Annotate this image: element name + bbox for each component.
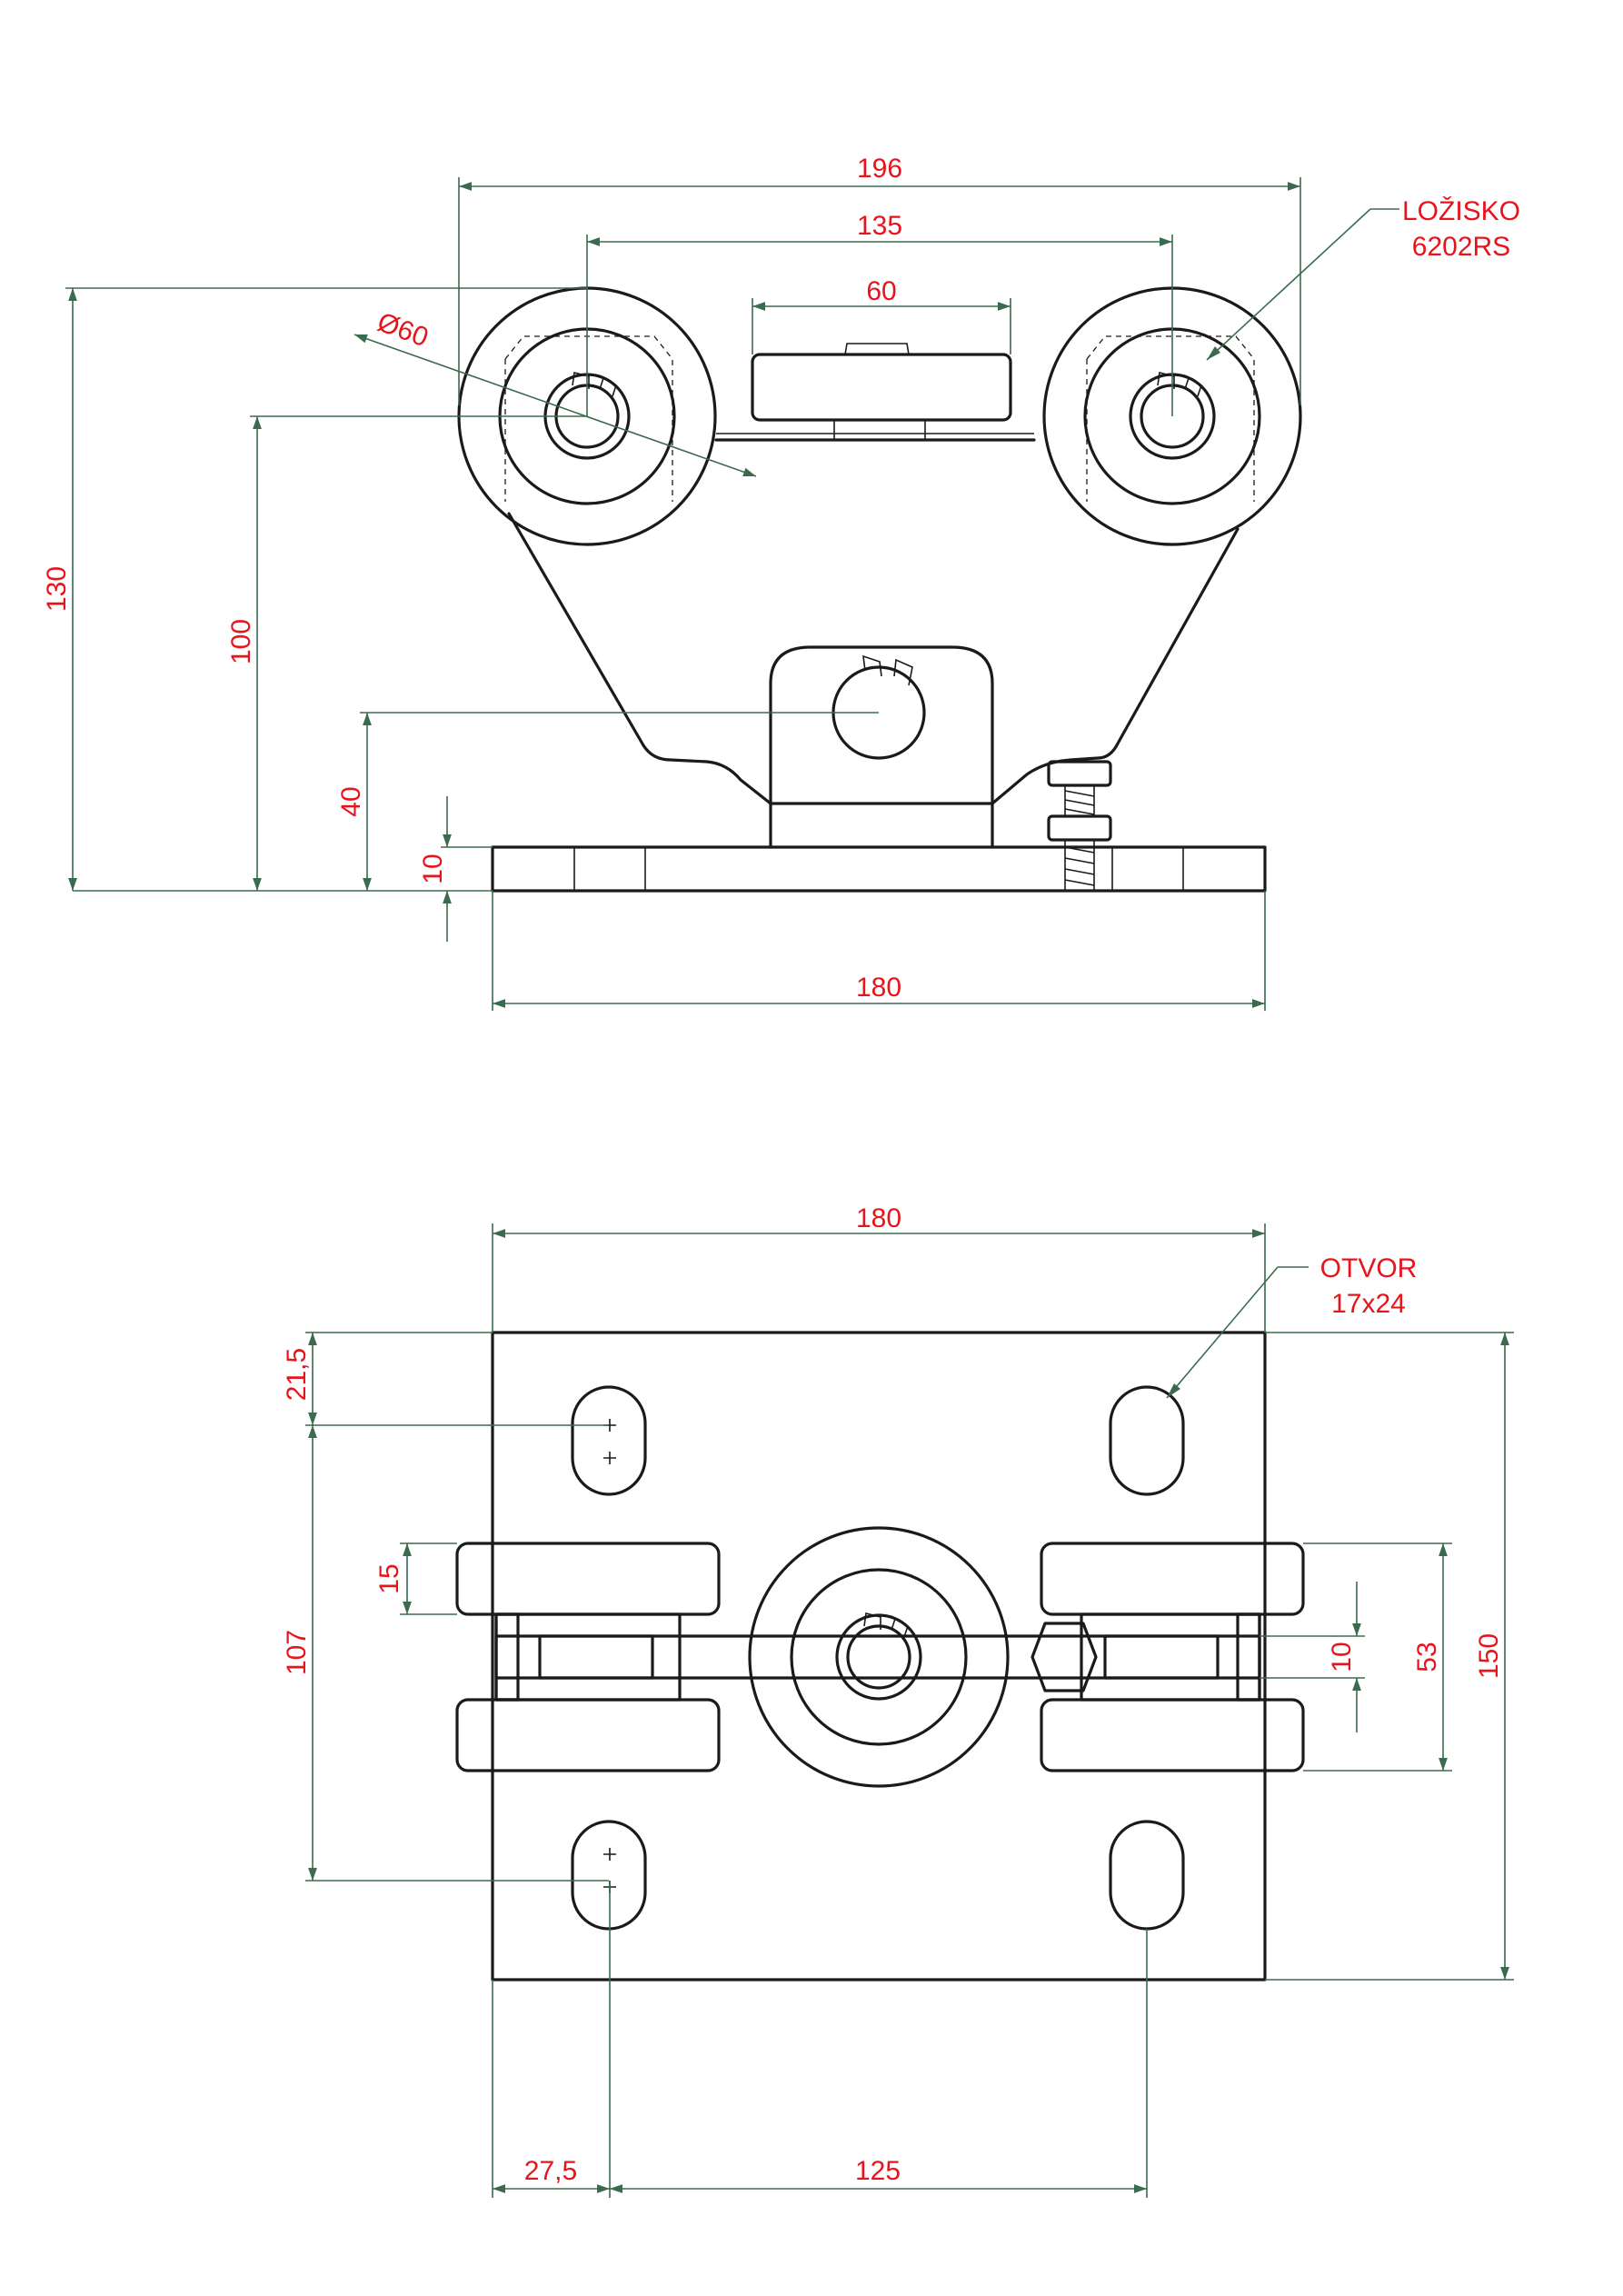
- pivot-block: [769, 645, 994, 849]
- upper-guide-block: [751, 353, 1012, 422]
- plan-view: 180 OTVOR 17x24 21,5 107 15: [282, 1203, 1514, 2198]
- carriage-body: [507, 512, 1240, 805]
- plan-dim-edge-offset-y: 21,5: [282, 1348, 312, 1401]
- dim-wheel-spacing: 135: [857, 211, 902, 241]
- base-plate: [491, 845, 1267, 893]
- dim-guide-width: 60: [866, 276, 896, 306]
- dim-plate-width: 180: [856, 973, 901, 1003]
- pivot-wheel-plan: [748, 1526, 1010, 1788]
- plan-dim-plate-width: 180: [856, 1203, 901, 1233]
- guide-block-stem: [833, 419, 926, 441]
- hex-nut-plan: [1031, 1622, 1098, 1692]
- plan-view-dimensions: 180 OTVOR 17x24 21,5 107 15: [282, 1203, 1514, 2198]
- plan-dim-plate-depth: 150: [1474, 1633, 1504, 1679]
- bearing-callout-line2: 6202RS: [1412, 232, 1510, 262]
- plan-dim-hole-spacing-y: 107: [282, 1630, 312, 1675]
- plan-dim-hole-spacing-x: 125: [855, 2156, 901, 2186]
- plan-dim-edge-offset-x: 27,5: [524, 2156, 577, 2186]
- dim-wheel-diameter: Ø60: [373, 307, 433, 353]
- front-view-dimensions: 196 135 60 Ø60 LOŽISKO 6202RS 130: [42, 154, 1520, 1011]
- dim-overall-width: 196: [857, 154, 902, 184]
- guide-block-cap: [844, 343, 910, 355]
- bearing-callout-line1: LOŽISKO: [1402, 196, 1520, 226]
- hole-callout-line1: OTVOR: [1320, 1253, 1418, 1283]
- left-wheel-plan: [455, 1542, 721, 1772]
- front-view: 196 135 60 Ø60 LOŽISKO 6202RS 130: [42, 154, 1520, 1011]
- plan-base-plate: [491, 1331, 1267, 1982]
- dim-axle-height: 100: [226, 619, 256, 664]
- adjust-bolt: [1047, 760, 1112, 892]
- right-wheel-plan: [1040, 1542, 1305, 1772]
- dim-plate-thickness: 10: [418, 854, 448, 883]
- dim-pivot-height: 40: [336, 786, 366, 816]
- plan-dim-wheel-gap: 10: [1327, 1642, 1357, 1672]
- mounting-slots: [571, 1385, 1185, 1931]
- pivot-circlip: [862, 654, 913, 686]
- plan-dim-wheel-width: 15: [374, 1563, 404, 1593]
- dim-total-height: 130: [42, 566, 72, 612]
- hole-callout-line2: 17x24: [1331, 1289, 1406, 1319]
- plan-dim-wheel-span: 53: [1412, 1642, 1442, 1672]
